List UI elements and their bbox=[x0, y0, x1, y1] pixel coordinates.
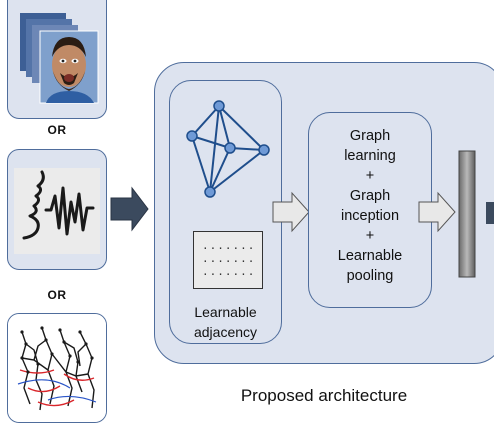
graph-network-icon bbox=[186, 100, 270, 198]
or-label-1: OR bbox=[47, 123, 67, 137]
adjacency-label-line2: adjacency bbox=[193, 324, 258, 340]
matrix-dots-row: ....... bbox=[202, 265, 256, 278]
output-arrow bbox=[486, 202, 494, 224]
matrix-dots-row: ....... bbox=[202, 252, 256, 265]
core-line: Graph bbox=[349, 128, 391, 144]
core-line: + bbox=[365, 168, 375, 184]
face-input-card bbox=[7, 0, 107, 119]
core-line: Learnable bbox=[337, 248, 403, 264]
matrix-dots-row: ....... bbox=[202, 239, 256, 252]
architecture-caption: Proposed architecture bbox=[240, 386, 408, 405]
speech-waveform-icon bbox=[14, 168, 100, 254]
core-line: inception bbox=[340, 208, 400, 224]
input-arrow bbox=[110, 186, 149, 232]
or-label-2: OR bbox=[47, 288, 67, 302]
panel-arrow-1 bbox=[272, 191, 310, 233]
graph-processing-text: Graph learning + Graph inception + Learn… bbox=[308, 126, 432, 286]
core-line: + bbox=[365, 228, 375, 244]
core-line: learning bbox=[344, 148, 396, 164]
skeleton-pose-icon bbox=[8, 314, 106, 422]
core-line: Graph bbox=[349, 188, 391, 204]
face-frames-icon bbox=[20, 13, 99, 104]
panel-arrow-2 bbox=[418, 191, 456, 233]
adjacency-label-line1: Learnable bbox=[194, 304, 257, 320]
graph-processing-panel bbox=[308, 112, 432, 308]
audio-input-card bbox=[7, 149, 107, 270]
output-vector-bar bbox=[458, 150, 476, 278]
skeleton-input-card bbox=[7, 313, 107, 423]
adjacency-matrix: ....... ....... ....... bbox=[193, 231, 263, 289]
graph-adjacency-panel bbox=[169, 80, 282, 344]
core-line: pooling bbox=[346, 268, 394, 284]
